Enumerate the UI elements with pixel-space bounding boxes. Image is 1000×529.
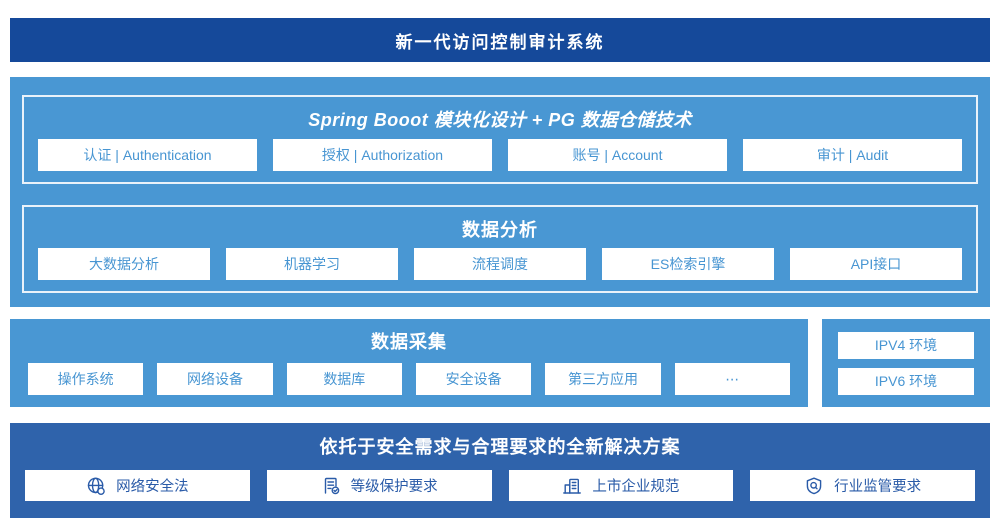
- solution-chip-label: 等级保护要求: [350, 479, 438, 495]
- module-chip-authentication: 认证 | Authentication: [38, 138, 257, 171]
- module-layer-row: 认证 | Authentication 授权 | Authorization 账…: [38, 138, 962, 171]
- analysis-chip-ml: 机器学习: [226, 248, 398, 280]
- analysis-layer-row: 大数据分析 机器学习 流程调度 ES检索引擎 API接口: [38, 248, 962, 280]
- solution-chip-label: 行业监管要求: [834, 479, 922, 495]
- collection-section: 数据采集 操作系统 网络设备 数据库 安全设备 第三方应用 ⋯: [10, 319, 808, 407]
- solution-chip-cybersecurity-law: 网络安全法: [25, 470, 250, 501]
- system-title: 新一代访问控制审计系统: [395, 32, 605, 52]
- module-chip-account: 账号 | Account: [508, 138, 727, 171]
- solution-title: 依托于安全需求与合理要求的全新解决方案: [319, 437, 681, 457]
- collection-chip-thirdparty: 第三方应用: [545, 363, 661, 395]
- analysis-chip-workflow: 流程调度: [414, 248, 586, 280]
- building-icon: [562, 476, 582, 496]
- collection-title: 数据采集: [371, 332, 447, 352]
- shield-search-icon: [804, 476, 824, 496]
- collection-chip-os: 操作系统: [28, 363, 144, 395]
- analysis-chip-bigdata: 大数据分析: [38, 248, 210, 280]
- platform-container: Spring Booot 模块化设计 + PG 数据仓储技术 认证 | Auth…: [10, 77, 990, 307]
- analysis-chip-api: API接口: [790, 248, 962, 280]
- analysis-layer: 数据分析 大数据分析 机器学习 流程调度 ES检索引擎 API接口: [22, 204, 978, 293]
- collection-chip-network-device: 网络设备: [157, 363, 273, 395]
- document-check-icon: [321, 476, 341, 496]
- solution-chip-industry-regulation: 行业监管要求: [750, 470, 975, 501]
- env-chip-ipv6: IPV6 环境: [838, 367, 974, 395]
- analysis-layer-title: 数据分析: [462, 219, 538, 240]
- collection-chip-database: 数据库: [286, 363, 402, 395]
- solution-row: 网络安全法 等级保护要求: [25, 470, 975, 501]
- solution-chip-label: 网络安全法: [116, 479, 189, 495]
- solution-chip-listed-company: 上市企业规范: [508, 470, 734, 501]
- system-title-banner: 新一代访问控制审计系统: [10, 18, 990, 62]
- solution-chip-label: 上市企业规范: [592, 479, 680, 495]
- module-layer-title: Spring Booot 模块化设计 + PG 数据仓储技术: [308, 110, 692, 130]
- globe-icon: [86, 476, 106, 496]
- module-chip-audit: 审计 | Audit: [743, 138, 962, 171]
- solution-section: 依托于安全需求与合理要求的全新解决方案 网络安全法: [10, 423, 990, 518]
- solution-chip-classified-protection: 等级保护要求: [266, 470, 492, 501]
- collection-chip-security-device: 安全设备: [415, 363, 532, 395]
- env-chip-ipv4: IPV4 环境: [838, 331, 974, 359]
- module-layer: Spring Booot 模块化设计 + PG 数据仓储技术 认证 | Auth…: [22, 95, 978, 184]
- collection-chip-more: ⋯: [674, 363, 790, 395]
- collection-row: 操作系统 网络设备 数据库 安全设备 第三方应用 ⋯: [28, 363, 790, 395]
- module-chip-authorization: 授权 | Authorization: [273, 138, 492, 171]
- environment-panel: IPV4 环境 IPV6 环境: [822, 319, 990, 407]
- analysis-chip-es: ES检索引擎: [602, 248, 774, 280]
